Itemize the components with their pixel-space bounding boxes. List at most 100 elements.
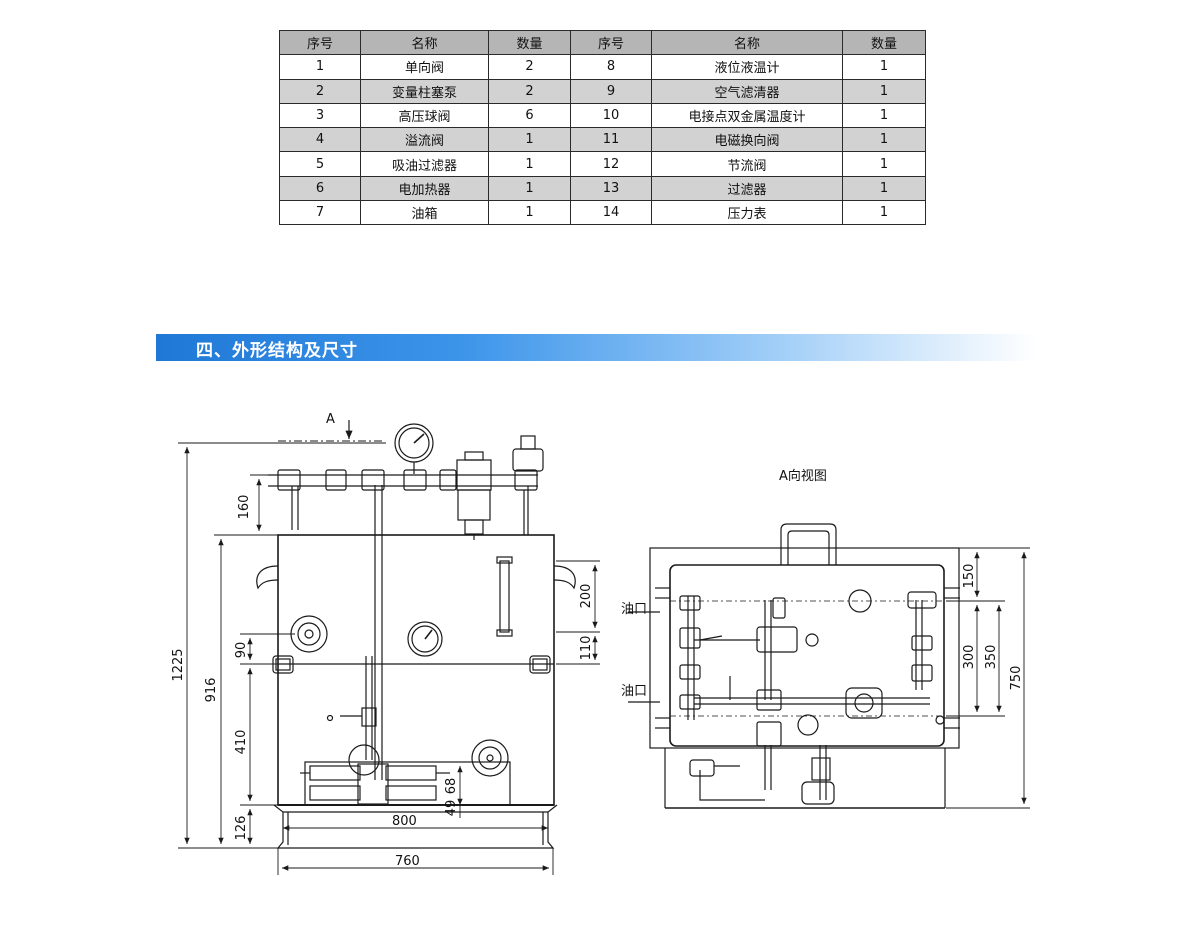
side-filter bbox=[845, 687, 883, 719]
table-cell: 1 bbox=[842, 200, 926, 226]
technical-drawing: A 1225 916 160 90 410 126 200 110 68 49 … bbox=[171, 412, 1030, 875]
dim-49: 49 bbox=[444, 800, 459, 817]
header-cell: 数量 bbox=[842, 29, 926, 56]
dim-1225: 1225 bbox=[171, 648, 186, 681]
dim-90: 90 bbox=[234, 642, 249, 659]
table-cell: 单向阀 bbox=[360, 54, 489, 80]
table-cell: 1 bbox=[842, 102, 926, 129]
table-cell: 1 bbox=[488, 175, 571, 202]
dim-68: 68 bbox=[444, 778, 459, 795]
table-cell: 1 bbox=[842, 175, 926, 202]
dim-200: 200 bbox=[579, 584, 594, 609]
table-cell: 溢流阀 bbox=[360, 127, 489, 153]
tank-handle bbox=[780, 523, 837, 565]
base-frame bbox=[273, 804, 558, 849]
oil-port-upper: 油口 bbox=[621, 602, 647, 617]
front-dimensions bbox=[178, 442, 600, 875]
dim-160: 160 bbox=[237, 495, 252, 520]
table-cell: 13 bbox=[570, 175, 652, 202]
relief-valve bbox=[756, 626, 798, 653]
header-cell: 名称 bbox=[360, 29, 489, 56]
table-cell: 2 bbox=[488, 78, 571, 104]
side-outer-frame bbox=[649, 547, 960, 749]
side-view-title: A向视图 bbox=[779, 468, 827, 484]
table-cell: 高压球阀 bbox=[360, 102, 489, 129]
dim-800: 800 bbox=[392, 814, 417, 829]
table-cell: 液位液温计 bbox=[651, 54, 843, 80]
table-cell: 12 bbox=[570, 151, 652, 177]
table-cell: 变量柱塞泵 bbox=[360, 78, 489, 104]
tank-body bbox=[277, 534, 555, 806]
pump-base bbox=[304, 761, 511, 806]
table-cell: 3 bbox=[279, 102, 361, 129]
table-cell: 1 bbox=[488, 151, 571, 177]
level-gauge bbox=[499, 560, 510, 633]
table-cell: 空气滤清器 bbox=[651, 78, 843, 104]
table-cell: 油箱 bbox=[360, 200, 489, 226]
table-cell: 6 bbox=[279, 175, 361, 202]
table-row: 2 变量柱塞泵 2 9 空气滤清器 1 bbox=[279, 78, 926, 104]
side-view bbox=[628, 523, 960, 809]
motor-fan bbox=[471, 739, 509, 777]
table-cell: 1 bbox=[279, 54, 361, 80]
table-row: 6 电加热器 1 13 过滤器 1 bbox=[279, 175, 926, 202]
dim-760: 760 bbox=[395, 854, 420, 869]
section-title: 四、外形结构及尺寸 bbox=[196, 341, 358, 361]
table-cell: 9 bbox=[570, 78, 652, 104]
section-banner: 四、外形结构及尺寸 bbox=[156, 334, 1036, 361]
table-cell: 1 bbox=[842, 127, 926, 153]
table-cell: 7 bbox=[279, 200, 361, 226]
table-cell: 1 bbox=[488, 200, 571, 226]
front-labels: A 1225 916 160 90 410 126 200 110 68 49 … bbox=[171, 412, 594, 869]
table-cell: 10 bbox=[570, 102, 652, 129]
table-row: 5 吸油过滤器 1 12 节流阀 1 bbox=[279, 151, 926, 177]
table-cell: 1 bbox=[488, 127, 571, 153]
dim-300: 300 bbox=[962, 645, 977, 670]
table-cell: 6 bbox=[488, 102, 571, 129]
table-header-row: 序号 名称 数量 序号 名称 数量 bbox=[279, 29, 926, 56]
table-cell: 压力表 bbox=[651, 200, 843, 226]
table-row: 1 单向阀 2 8 液位液温计 1 bbox=[279, 54, 926, 80]
table-cell: 电接点双金属温度计 bbox=[651, 102, 843, 129]
table-cell: 电加热器 bbox=[360, 175, 489, 202]
side-labels: A向视图 油口 油口 150 300 350 750 bbox=[621, 468, 1024, 699]
header-cell: 数量 bbox=[488, 29, 571, 56]
table-cell: 2 bbox=[488, 54, 571, 80]
gauge-side bbox=[797, 714, 819, 736]
dim-150: 150 bbox=[962, 564, 977, 589]
table-cell: 1 bbox=[842, 54, 926, 80]
lifting-lug-right bbox=[553, 565, 576, 590]
dim-916: 916 bbox=[204, 678, 219, 703]
side-dimensions bbox=[944, 547, 1030, 809]
solenoid-valve bbox=[512, 448, 544, 472]
table-cell: 5 bbox=[279, 151, 361, 177]
table-cell: 电磁换向阀 bbox=[651, 127, 843, 153]
lifting-lug-left bbox=[256, 565, 279, 590]
table-cell: 8 bbox=[570, 54, 652, 80]
table-cell: 1 bbox=[842, 151, 926, 177]
front-view bbox=[256, 420, 576, 849]
oil-port-lower: 油口 bbox=[621, 684, 647, 699]
dim-750: 750 bbox=[1009, 666, 1024, 691]
table-cell: 吸油过滤器 bbox=[360, 151, 489, 177]
table-row: 7 油箱 1 14 压力表 1 bbox=[279, 200, 926, 226]
heater-flange bbox=[290, 615, 328, 653]
table-cell: 11 bbox=[570, 127, 652, 153]
view-marker-a: A bbox=[326, 412, 335, 427]
table-cell: 过滤器 bbox=[651, 175, 843, 202]
dim-110: 110 bbox=[579, 636, 594, 661]
dim-410: 410 bbox=[234, 730, 249, 755]
table-cell: 节流阀 bbox=[651, 151, 843, 177]
parts-table: 序号 名称 数量 序号 名称 数量 1 单向阀 2 8 液位液温计 1 2 变量… bbox=[279, 29, 926, 226]
table-row: 4 溢流阀 1 11 电磁换向阀 1 bbox=[279, 127, 926, 153]
header-cell: 序号 bbox=[570, 29, 652, 56]
side-tank bbox=[669, 564, 945, 747]
table-cell: 4 bbox=[279, 127, 361, 153]
table-cell: 14 bbox=[570, 200, 652, 226]
table-cell: 1 bbox=[842, 78, 926, 104]
table-cell: 2 bbox=[279, 78, 361, 104]
dim-350: 350 bbox=[984, 645, 999, 670]
thermometer-dial bbox=[407, 621, 443, 657]
table-row: 3 高压球阀 6 10 电接点双金属温度计 1 bbox=[279, 102, 926, 129]
header-cell: 名称 bbox=[651, 29, 843, 56]
